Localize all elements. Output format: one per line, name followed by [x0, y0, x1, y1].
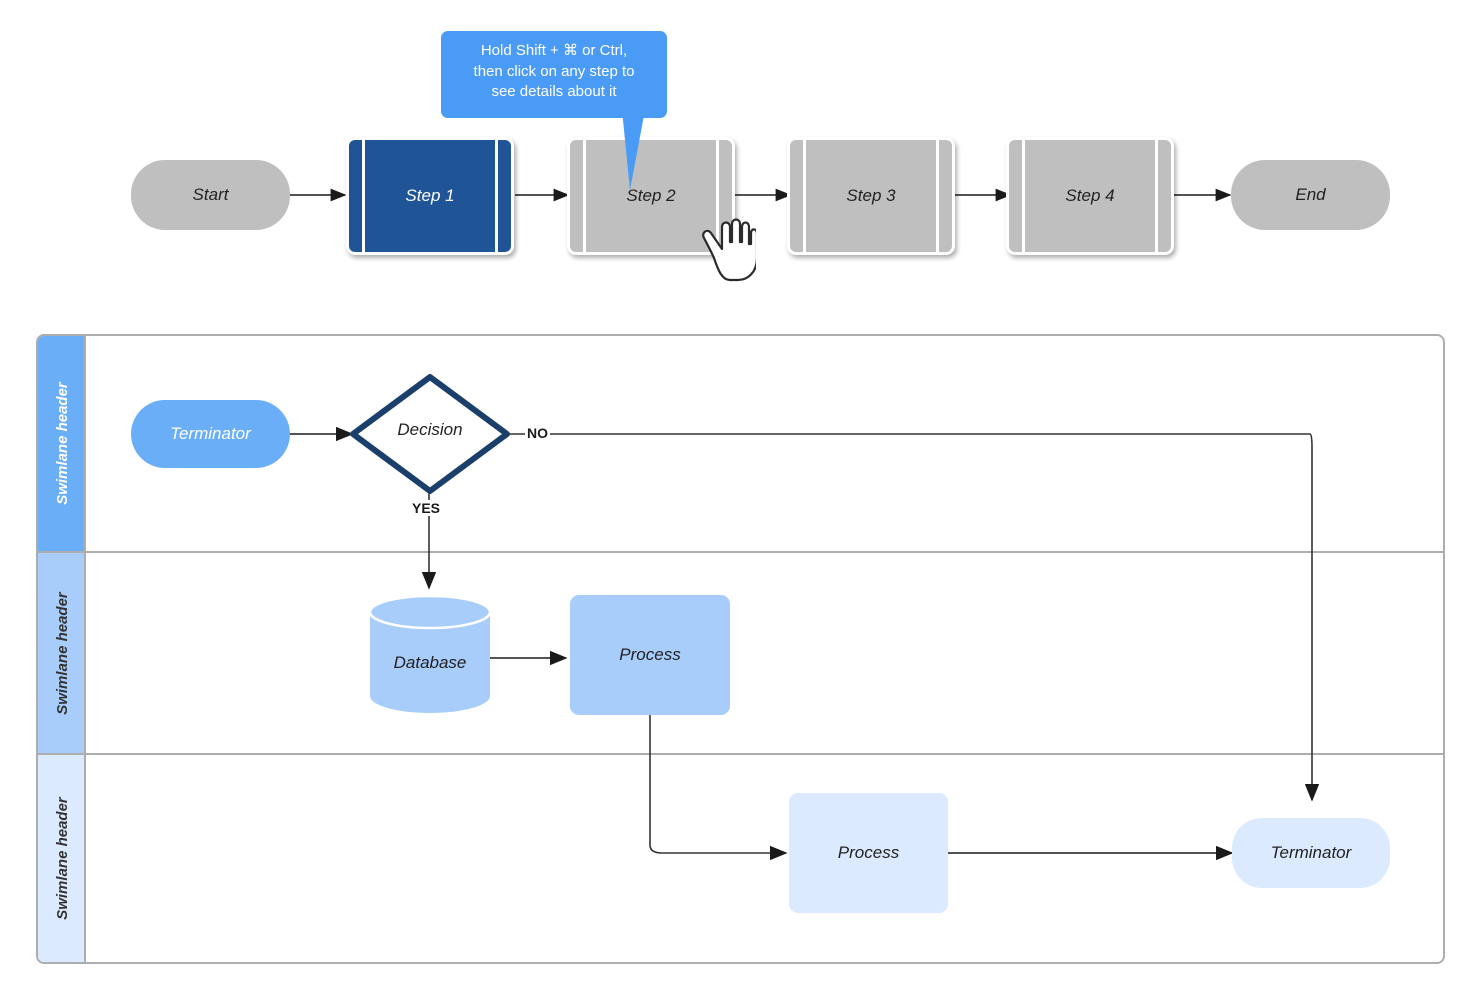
shape-terminator-end[interactable]: Terminator [1232, 818, 1390, 888]
edge-label-yes: YES [410, 500, 443, 516]
shape-database-label: Database [393, 653, 467, 672]
flow-step-3[interactable]: Step 3 [787, 137, 955, 255]
swimlane-header-1[interactable]: Swimlane header [38, 336, 86, 551]
lane-header-border [84, 553, 86, 753]
shape-process-bottom-label: Process [837, 843, 900, 862]
flow-step-1[interactable]: Step 1 [346, 137, 514, 255]
shape-process-middle[interactable]: Process [570, 595, 730, 715]
flow-end-label: End [1295, 185, 1326, 204]
flow-start-label: Start [192, 185, 229, 204]
shape-process-bottom[interactable]: Process [789, 793, 948, 913]
tooltip-tail [622, 110, 645, 190]
edge-label-no: NO [525, 425, 550, 441]
flow-start-terminator[interactable]: Start [131, 160, 290, 230]
flow-step-3-label: Step 3 [846, 186, 896, 205]
tooltip-line-3: see details about it [491, 83, 617, 101]
shape-decision-label-wrap: Decision [348, 420, 512, 440]
lane-divider-1 [38, 551, 1443, 553]
swimlane-header-2[interactable]: Swimlane header [38, 553, 86, 753]
lane-divider-2 [38, 753, 1443, 755]
flow-end-terminator[interactable]: End [1231, 160, 1390, 230]
swimlane-header-2-label: Swimlane header [53, 591, 71, 715]
tooltip-bubble: Hold Shift + ⌘ or Ctrl, then click on an… [441, 31, 667, 118]
swimlane-header-1-label: Swimlane header [53, 382, 71, 505]
step-divider-right [936, 140, 939, 252]
swimlane-header-3[interactable]: Swimlane header [38, 755, 86, 962]
lane-header-border [84, 336, 86, 551]
flow-step-4[interactable]: Step 4 [1006, 137, 1174, 255]
step-divider-left [1022, 140, 1025, 252]
shape-decision-label: Decision [397, 420, 463, 439]
flow-step-4-label: Step 4 [1065, 186, 1115, 205]
shape-decision[interactable] [348, 372, 512, 496]
flow-step-2-label: Step 2 [626, 186, 676, 205]
swimlane-header-3-label: Swimlane header [53, 797, 71, 920]
step-divider-left [362, 140, 365, 252]
flow-step-1-label: Step 1 [405, 186, 455, 205]
shape-terminator-start-label: Terminator [170, 424, 251, 443]
tooltip-line-2: then click on any step to [473, 62, 635, 80]
step-divider-right [1155, 140, 1158, 252]
step-divider-right [716, 140, 719, 252]
shape-database[interactable] [368, 595, 492, 713]
hand-cursor-icon [702, 218, 756, 282]
shape-terminator-start[interactable]: Terminator [131, 400, 290, 468]
tooltip-line-1: Hold Shift + ⌘ or Ctrl, [480, 42, 628, 59]
shape-database-label-wrap: Database [368, 653, 492, 673]
step-divider-right [495, 140, 498, 252]
shape-process-middle-label: Process [619, 645, 681, 664]
shape-terminator-end-label: Terminator [1270, 843, 1352, 862]
step-divider-left [803, 140, 806, 252]
step-divider-left [583, 140, 586, 252]
lane-header-border [84, 755, 86, 962]
